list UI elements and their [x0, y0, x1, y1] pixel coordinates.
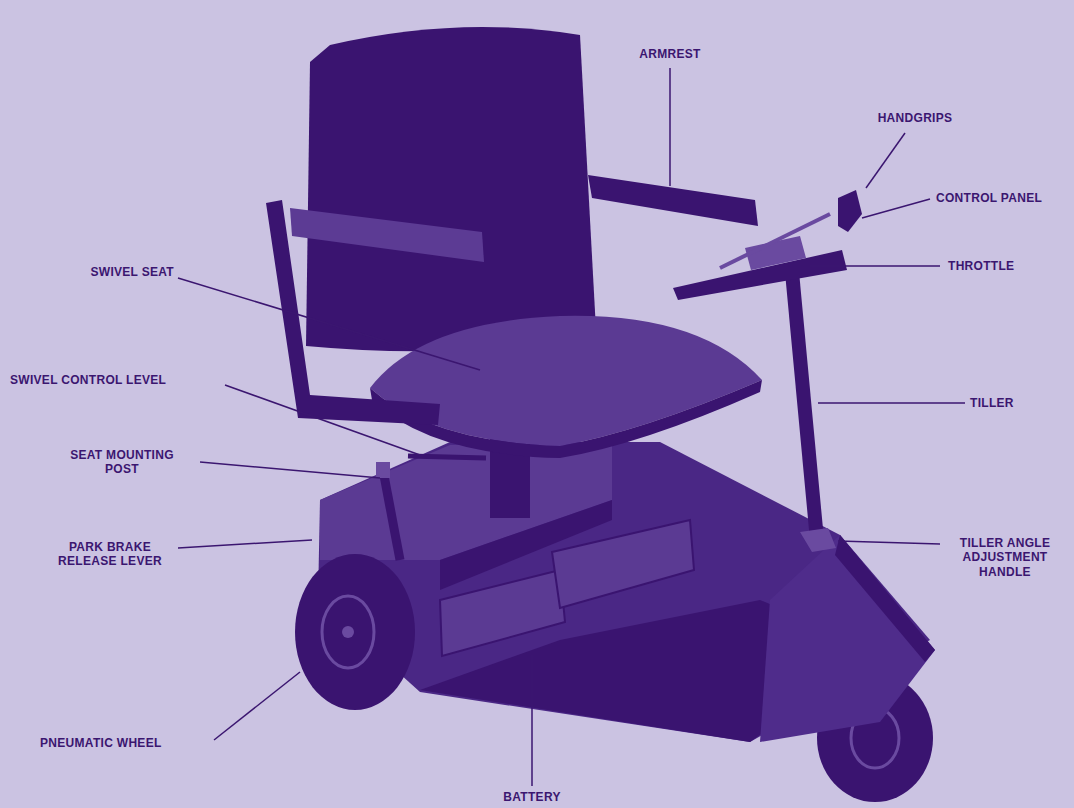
part-label: SWIVEL SEAT — [4, 265, 174, 279]
seat-mounting-post — [383, 470, 400, 560]
handgrip — [838, 190, 862, 232]
part-label: SEAT MOUNTING POST — [60, 448, 184, 477]
part-label: THROTTLE — [948, 259, 1068, 273]
axle — [342, 626, 354, 638]
part-label: CONTROL PANEL — [936, 191, 1070, 205]
tiller-angle-handle — [800, 528, 836, 552]
part-label: BATTERY — [482, 790, 582, 804]
part-label: ARMREST — [610, 47, 730, 61]
throttle-lever — [720, 214, 830, 268]
tiller — [792, 272, 817, 540]
part-label: PNEUMATIC WHEEL — [40, 736, 230, 750]
rear-hub — [322, 596, 374, 668]
part-label: HANDGRIPS — [855, 111, 975, 125]
front-cowl-edge — [835, 535, 935, 662]
leader-lines — [178, 68, 965, 786]
post-cap — [376, 462, 390, 478]
front-cowl — [760, 535, 935, 742]
seat-back — [306, 27, 596, 351]
armrest — [588, 175, 758, 226]
battery-block — [440, 570, 565, 656]
part-label: PARK BRAKE RELEASE LEVER — [44, 540, 176, 569]
part-label: TILLER — [970, 396, 1070, 410]
part-label: SWIVEL CONTROL LEVEL — [10, 373, 220, 387]
armrest-pad — [290, 208, 484, 262]
swivel-lever — [408, 456, 486, 458]
rear-wheel — [295, 554, 415, 710]
part-label: TILLER ANGLE ADJUSTMENT HANDLE — [949, 536, 1061, 579]
battery-block — [552, 520, 694, 608]
rear-box — [320, 445, 612, 560]
